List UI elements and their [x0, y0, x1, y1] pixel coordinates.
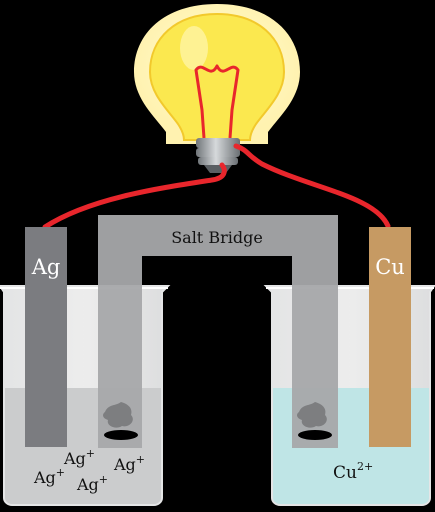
silver-electrode-label: Ag	[31, 255, 61, 279]
ion-label: Ag+	[113, 453, 145, 474]
left-wire	[42, 162, 227, 230]
right-precipitate	[297, 402, 332, 440]
copper-ion-label: Cu2+	[333, 460, 373, 483]
silver-electrode: Ag	[25, 227, 67, 447]
salt-bridge-label: Salt Bridge	[171, 228, 263, 247]
ion-label: Ag+	[63, 447, 95, 468]
bulb-highlight	[180, 26, 208, 70]
copper-electrode-label: Cu	[375, 255, 405, 279]
light-bulb	[134, 4, 300, 173]
ion-label: Ag+	[33, 466, 65, 487]
silver-ions: Ag+ Ag+ Ag+ Ag+	[33, 447, 145, 494]
bulb-base	[196, 138, 240, 173]
right-wire	[233, 143, 391, 229]
left-precipitate	[103, 402, 138, 440]
copper-electrode: Cu	[369, 227, 411, 447]
bulb-filament	[194, 64, 240, 139]
ion-label: Ag+	[76, 473, 108, 494]
